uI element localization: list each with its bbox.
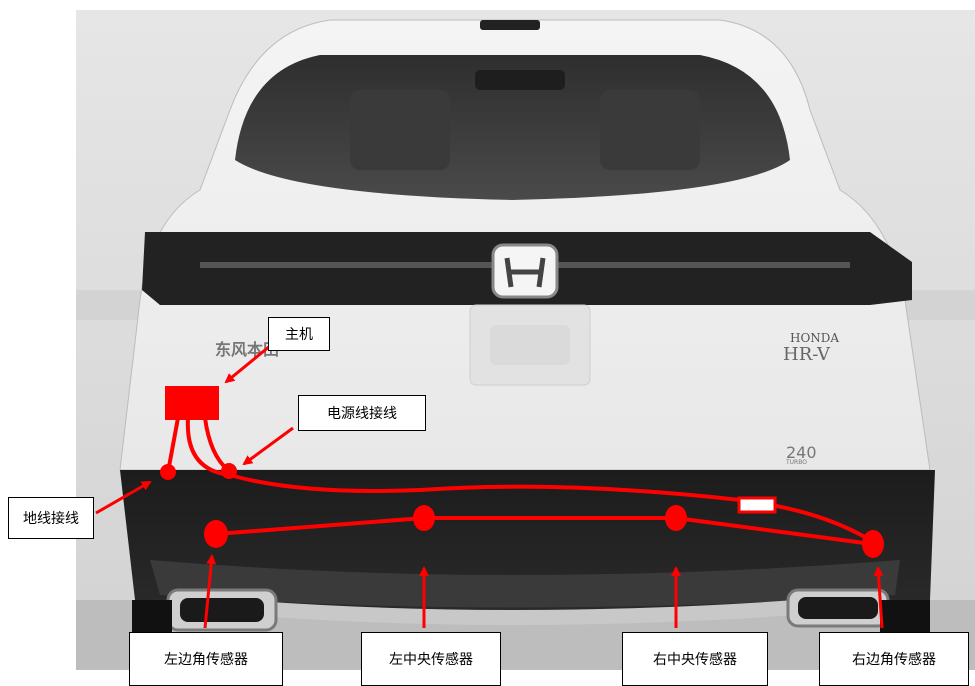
- svg-text:东风本田: 东风本田: [215, 340, 279, 359]
- right-corner-sensor-label: 右边角传感器: [819, 632, 969, 686]
- left-corner-pointer-arrow: [203, 554, 217, 629]
- power-wire-label: 电源线接线: [298, 395, 426, 431]
- svg-text:HONDA: HONDA: [790, 331, 839, 345]
- ground-pointer-arrow: [95, 480, 152, 515]
- right-corner-sensor: [862, 530, 884, 558]
- car-body: HONDA HR-V 东风本田 240 TURBO: [119, 19, 935, 670]
- ground-junction-dot: [160, 464, 176, 480]
- host-pointer-arrow: [224, 344, 271, 384]
- left-corner-sensor-label: 左边角传感器: [129, 632, 283, 686]
- svg-text:TURBO: TURBO: [785, 459, 807, 466]
- right-corner-pointer-arrow: [873, 566, 884, 629]
- power-junction-dot: [221, 463, 237, 479]
- right-center-sensor-label: 右中央传感器: [622, 632, 768, 686]
- ground-wire-label: 地线接线: [8, 497, 94, 539]
- host-label: 主机: [268, 317, 330, 351]
- right-center-sensor: [665, 505, 687, 531]
- host-unit: [165, 386, 219, 420]
- svg-text:HR-V: HR-V: [783, 344, 831, 365]
- left-center-sensor: [413, 505, 435, 531]
- power-pointer-arrow: [242, 426, 294, 466]
- inline-connector: [737, 496, 777, 514]
- svg-text:240: 240: [786, 443, 817, 462]
- left-corner-sensor: [204, 520, 228, 548]
- left-center-sensor-label: 左中央传感器: [361, 632, 501, 686]
